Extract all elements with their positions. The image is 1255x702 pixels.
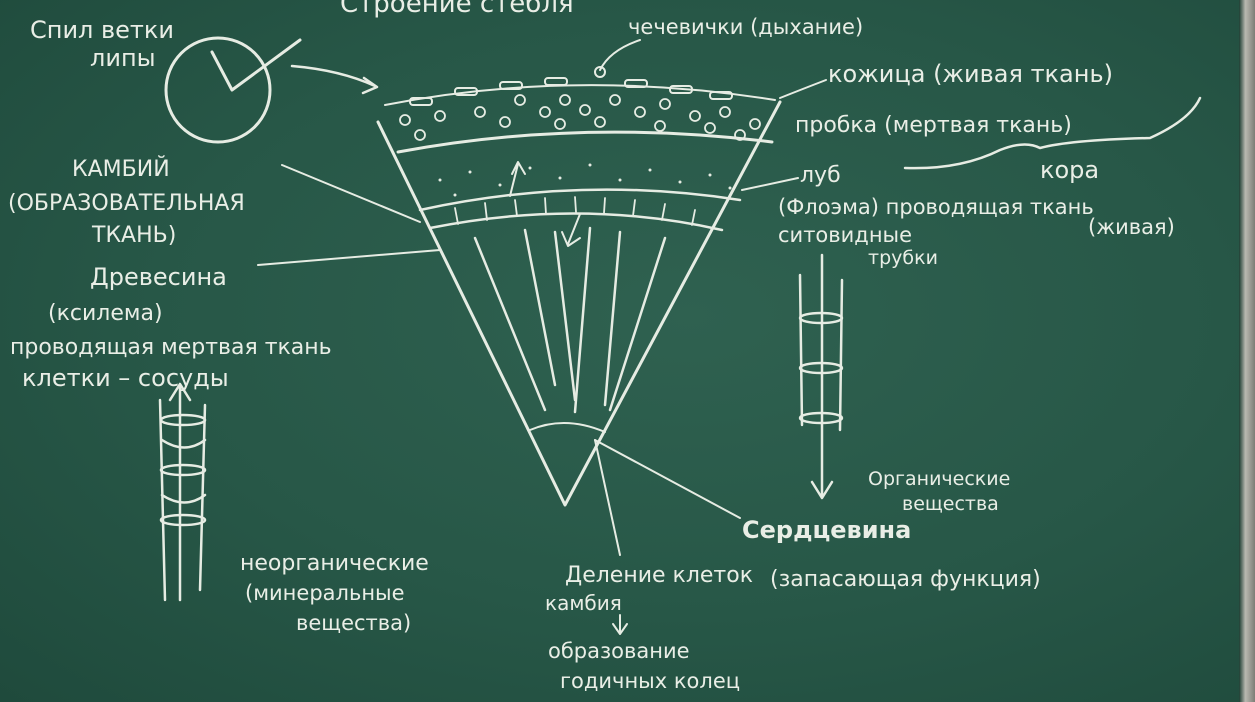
label-bast: луб [800,163,841,188]
bast-arc [418,188,742,212]
arrow-head [361,76,379,95]
label-lenticels: чечевички (дыхание) [628,15,863,39]
label-saw-cut: Спил ветки [30,16,174,44]
cambium-cells [454,196,696,226]
bast-dots [438,163,732,197]
label-storage: (запасающая функция) [770,567,1041,592]
label-bark: кора [1040,156,1099,184]
wedge-outer-arc [384,84,776,106]
cut-sector-lines [210,38,302,92]
label-pith: Сердцевина [742,516,911,544]
board-frame [1239,0,1255,702]
label-xylem: (ксилема) [48,301,163,326]
label-living: (живая) [1088,215,1175,239]
label-cambium-desc2: ТКАНЬ) [91,223,176,248]
cork-cells [399,94,761,141]
pointer-lenticels [599,39,641,71]
vessel-drawing [158,382,207,602]
label-rings1: образование [548,639,690,663]
arrow-to-sector [290,64,377,88]
label-vessels: клетки – сосуды [22,364,229,392]
label-wood: Древесина [90,263,227,291]
cork-inner-arc [396,130,774,154]
bark-brace [903,96,1202,170]
label-cambium: КАМБИЙ [72,156,170,182]
label-linden: липы [90,44,156,72]
label-rings2: годичных колец [560,669,740,693]
pith-arc [529,421,606,433]
label-division1: Деление клеток [565,563,753,588]
label-phloem: (Флоэма) проводящая ткань [778,195,1094,219]
arrow-down-wood [561,213,581,247]
label-dead-tissue: проводящая мертвая ткань [10,335,332,360]
pointer-cambium [281,164,421,223]
label-sieve2: трубки [868,247,938,269]
arrow-up-bast [509,161,526,197]
label-organic1: Органические [868,468,1010,490]
label-sieve1: ситовидные [778,223,912,247]
pointer-wood [257,249,441,266]
pointer-skin [779,79,827,99]
sieve-tube-drawing [798,253,844,500]
wedge-outline [376,100,782,507]
label-cork: пробка (мертвая ткань) [795,113,1072,138]
label-division2: камбия [545,591,622,615]
label-skin: кожица (живая ткань) [828,60,1113,88]
lenticel-marks [409,66,733,106]
pointer-bast [741,177,799,191]
xylem-lines [473,226,667,414]
label-inorganic1: неорганические [240,551,429,576]
cambium-arc [428,212,724,232]
title-partial: Строение стебля [340,0,574,19]
pointer-division [594,439,621,556]
label-organic2: вещества [902,493,999,515]
branch-cut-circle [164,36,272,144]
label-inorganic3: вещества) [296,611,411,635]
label-inorganic2: (минеральные [245,581,405,605]
label-cambium-desc1: (ОБРАЗОВАТЕЛЬНАЯ [8,191,245,216]
pointer-pith [594,439,741,519]
arrow-to-rings [612,614,628,635]
